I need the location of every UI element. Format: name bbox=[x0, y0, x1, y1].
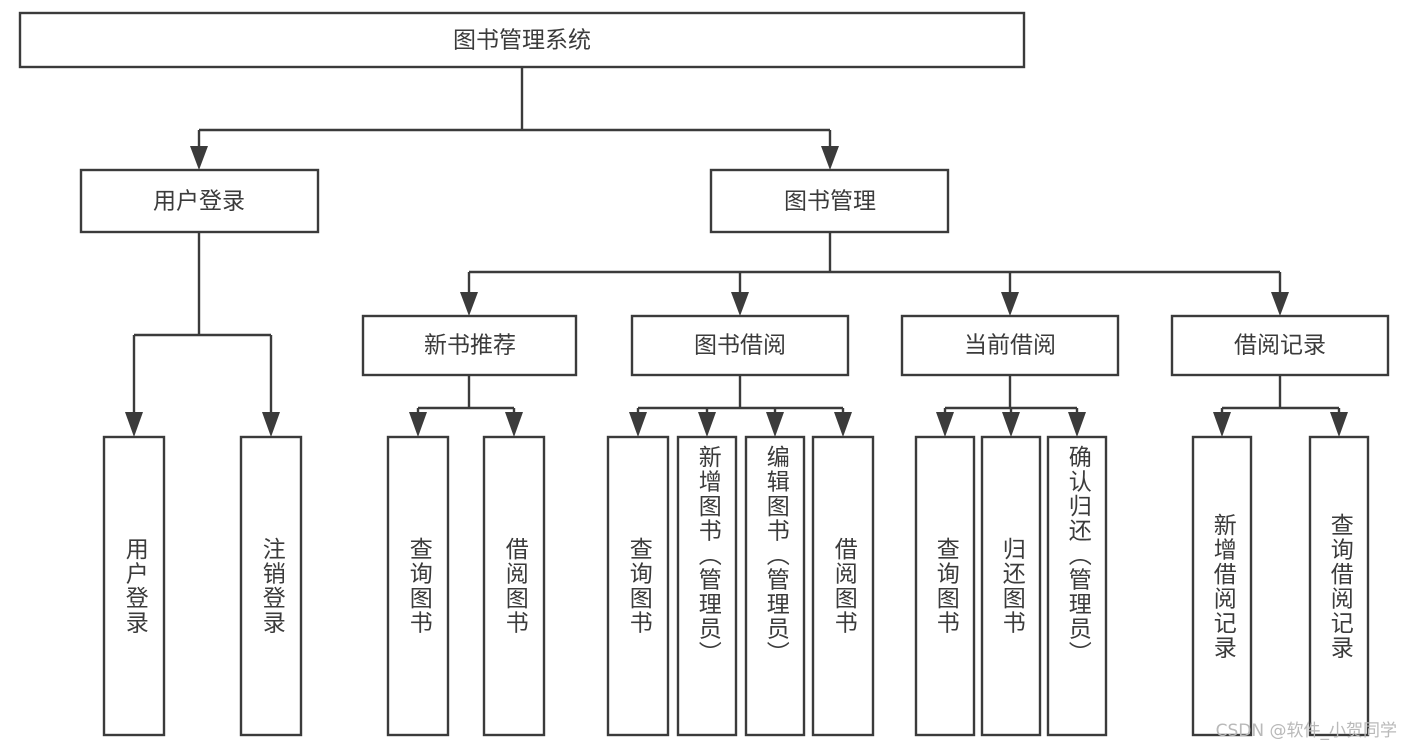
arrow-head-leaf-query-book-2 bbox=[629, 412, 647, 437]
connector-group-book-mgmt bbox=[460, 232, 1289, 316]
arrow-head-leaf-logout bbox=[262, 412, 280, 437]
connector-group-record bbox=[1213, 375, 1348, 437]
node-book-borrow-rect[interactable] bbox=[630, 314, 850, 377]
arrow-head-leaf-add-book bbox=[698, 412, 716, 437]
node-user-login[interactable]: 用户登录 bbox=[79, 168, 320, 234]
watermark-text: CSDN @软件_小贺同学 bbox=[1215, 721, 1397, 741]
node-leaf-return-book-rect[interactable] bbox=[980, 435, 1042, 737]
node-leaf-add-record-rect[interactable] bbox=[1191, 435, 1253, 737]
arrow-head-current bbox=[1001, 292, 1019, 316]
node-user-login-rect[interactable] bbox=[79, 168, 320, 234]
node-root-label: 图书管理系统 bbox=[453, 28, 591, 54]
node-root-rect[interactable] bbox=[18, 11, 1026, 69]
connector-group-current bbox=[936, 375, 1086, 437]
arrow-head-leaf-borrow-book-2 bbox=[834, 412, 852, 437]
connector-group-user-login bbox=[125, 232, 280, 437]
node-leaf-user-login-rect[interactable] bbox=[102, 435, 166, 737]
arrow-head-leaf-borrow-book-1 bbox=[505, 412, 523, 437]
node-book-management-label: 图书管理 bbox=[784, 189, 876, 215]
node-leaf-borrow-book-1-rect[interactable] bbox=[482, 435, 546, 737]
node-leaf-borrow-book-2-rect[interactable] bbox=[811, 435, 875, 737]
node-leaf-logout-rect[interactable] bbox=[239, 435, 303, 737]
node-leaf-query-book-1-rect[interactable] bbox=[386, 435, 450, 737]
arrow-head-leaf-return-book bbox=[1002, 412, 1020, 437]
node-book-management[interactable]: 图书管理 bbox=[709, 168, 950, 234]
arrow-head-borrow bbox=[731, 292, 749, 316]
node-new-book-recommend[interactable]: 新书推荐 bbox=[361, 314, 578, 377]
arrow-head-leaf-query-record bbox=[1330, 412, 1348, 437]
connector-group-borrow bbox=[629, 375, 852, 437]
arrow-head-leaf-user-login bbox=[125, 412, 143, 437]
node-book-management-rect[interactable] bbox=[709, 168, 950, 234]
node-borrow-record[interactable]: 借阅记录 bbox=[1170, 314, 1390, 377]
node-leaf-edit-book-rect[interactable] bbox=[744, 435, 806, 737]
node-user-login-label: 用户登录 bbox=[153, 189, 245, 215]
node-leaf-confirm-return-rect[interactable] bbox=[1046, 435, 1108, 737]
node-book-borrow-label: 图书借阅 bbox=[694, 333, 786, 359]
arrow-head-leaf-confirm-return bbox=[1068, 412, 1086, 437]
node-current-borrow-rect[interactable] bbox=[900, 314, 1120, 377]
arrow-head-user-login bbox=[190, 146, 208, 170]
node-borrow-record-label: 借阅记录 bbox=[1234, 333, 1326, 359]
node-borrow-record-rect[interactable] bbox=[1170, 314, 1390, 377]
arrow-head-book-mgmt bbox=[821, 146, 839, 170]
node-leaf-query-book-2-rect[interactable] bbox=[606, 435, 670, 737]
connector-group-root bbox=[190, 67, 839, 170]
node-root[interactable]: 图书管理系统 bbox=[18, 11, 1026, 69]
node-leaf-query-book-3-rect[interactable] bbox=[914, 435, 976, 737]
connector-group-newbook bbox=[409, 375, 523, 437]
arrow-head-leaf-add-record bbox=[1213, 412, 1231, 437]
arrow-head-leaf-query-book-1 bbox=[409, 412, 427, 437]
arrow-head-leaf-edit-book bbox=[766, 412, 784, 437]
arrow-head-newbook bbox=[460, 292, 478, 316]
node-new-book-recommend-label: 新书推荐 bbox=[424, 333, 516, 359]
node-book-borrow[interactable]: 图书借阅 bbox=[630, 314, 850, 377]
arrow-head-record bbox=[1271, 292, 1289, 316]
node-leaf-add-book-rect[interactable] bbox=[676, 435, 738, 737]
node-leaf-query-record-rect[interactable] bbox=[1308, 435, 1370, 737]
node-new-book-recommend-rect[interactable] bbox=[361, 314, 578, 377]
node-current-borrow[interactable]: 当前借阅 bbox=[900, 314, 1120, 377]
arrow-head-leaf-query-book-3 bbox=[936, 412, 954, 437]
node-current-borrow-label: 当前借阅 bbox=[964, 333, 1056, 359]
